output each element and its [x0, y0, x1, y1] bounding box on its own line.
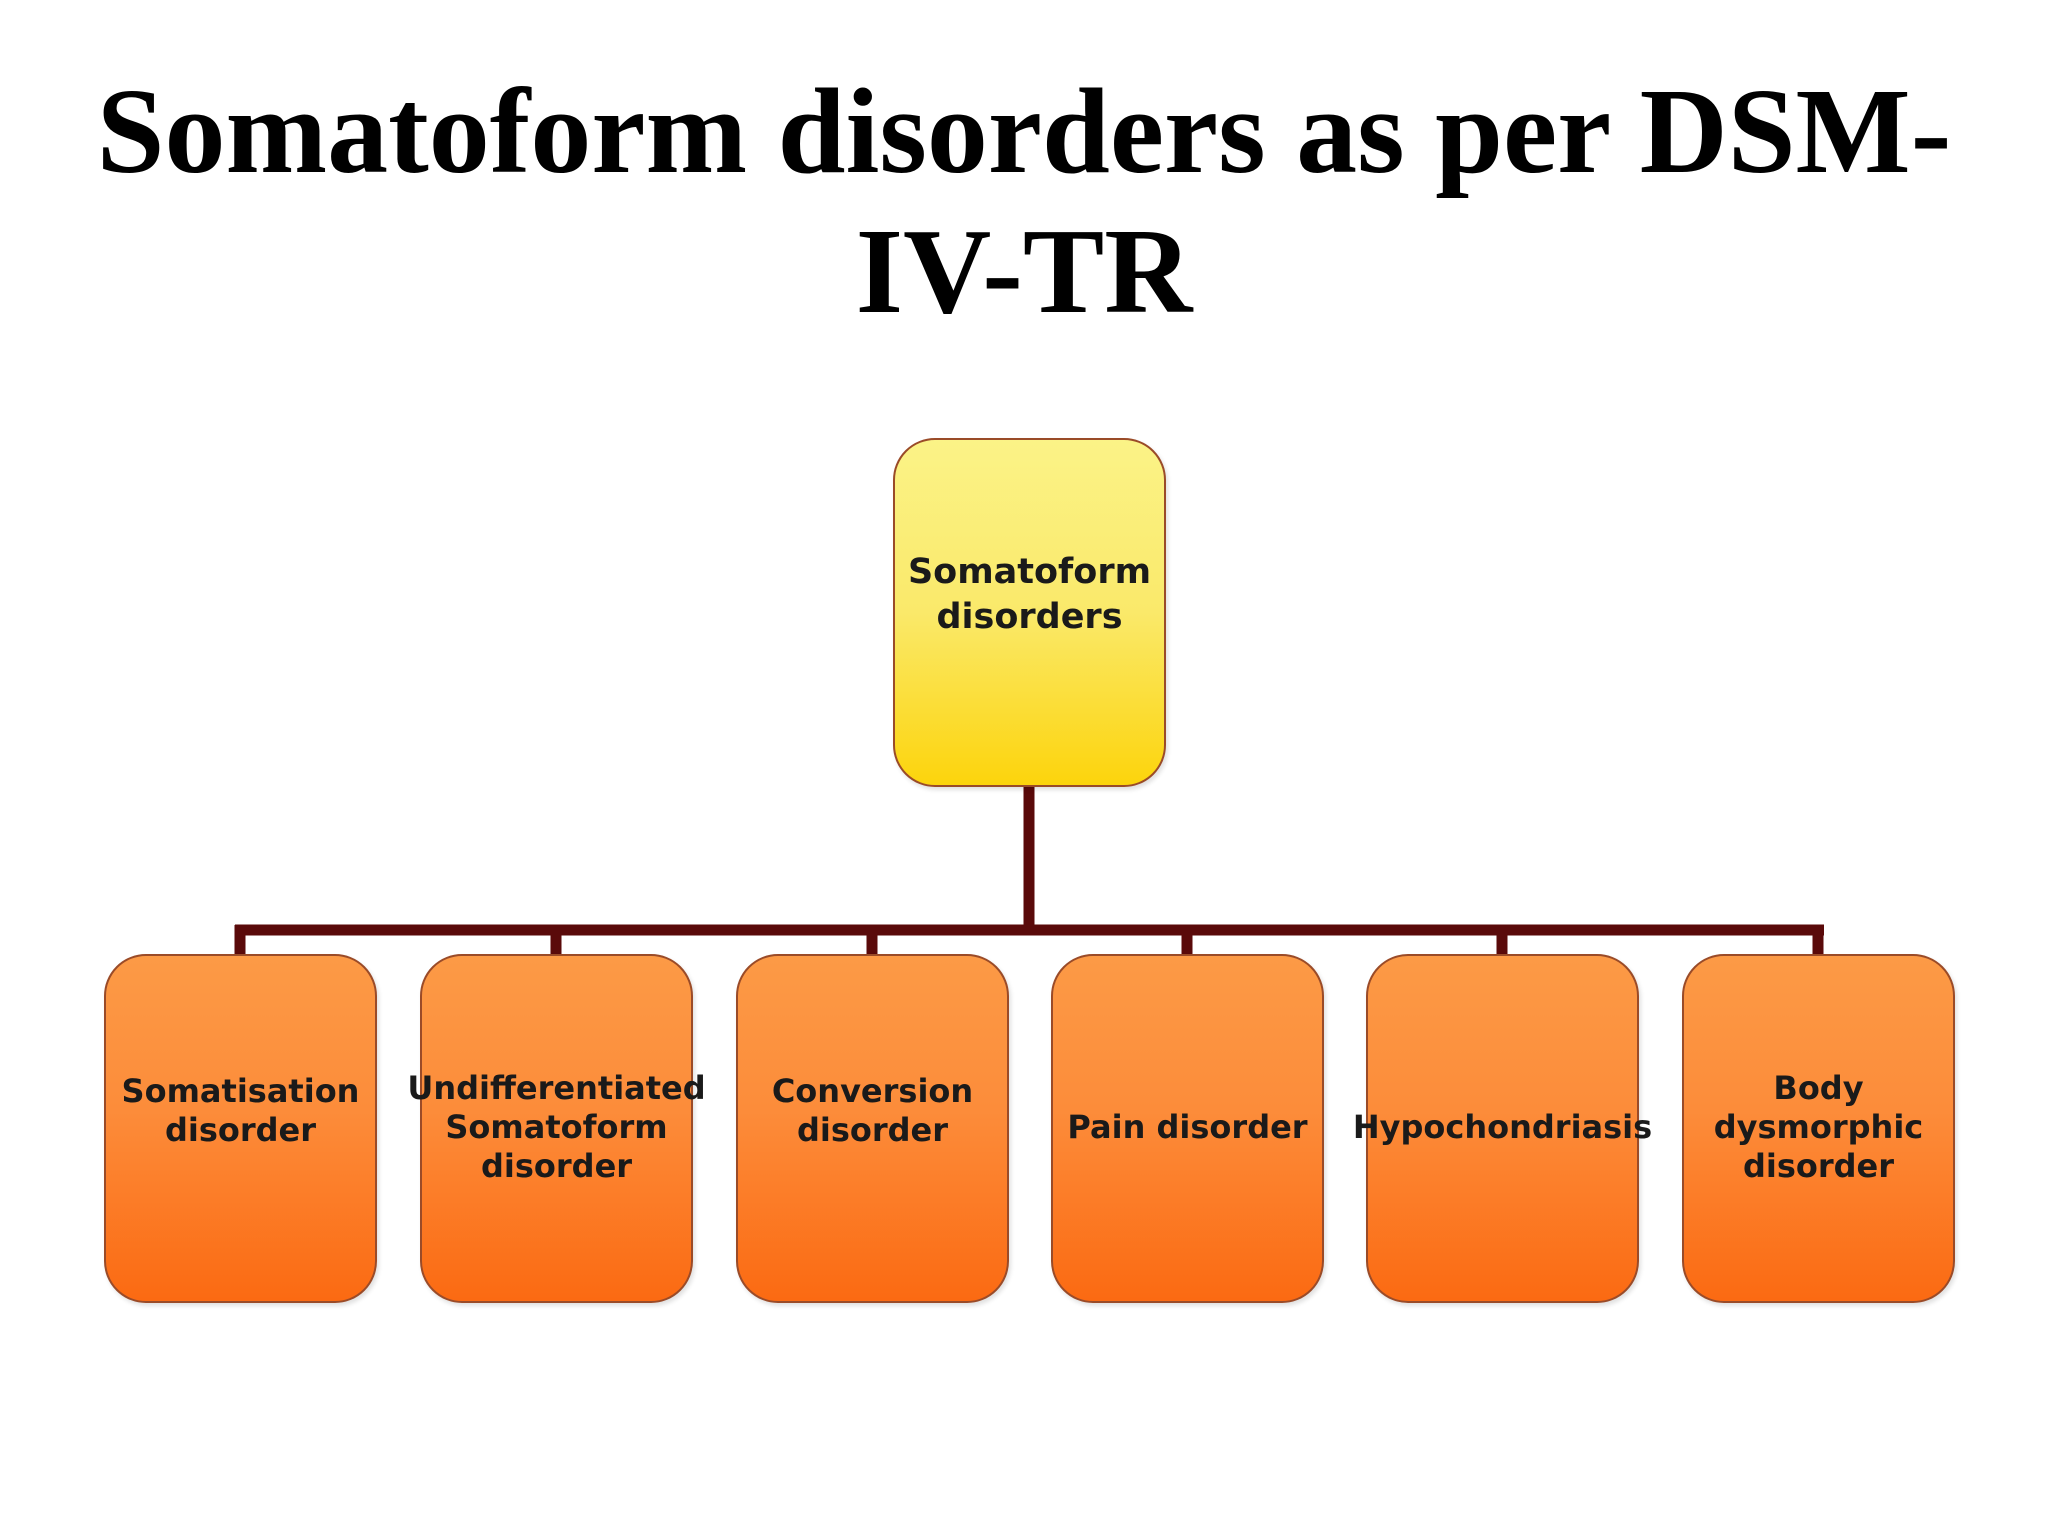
slide-title-line-1: Somatoform disorders as per DSM- — [96, 64, 1952, 199]
node-somatisation-disorder: Somatisation disorder — [104, 954, 377, 1303]
node-undifferentiated-somatoform-disorder: Undifferentiated Somatoform disorder — [407, 954, 706, 1303]
node-label: Conversion disorder — [771, 1071, 974, 1149]
node-root-label: Somatoform disorders — [907, 551, 1152, 637]
node-label: Pain disorder — [1067, 1108, 1308, 1146]
node-label: Undifferentiated Somatoform disorder — [407, 1069, 706, 1185]
slide-title-line-2: IV-TR — [855, 204, 1193, 339]
node-somatoform-disorders: Somatoform disorders — [893, 438, 1166, 787]
node-label: Hypochondriasis — [1352, 1108, 1653, 1146]
node-label: Somatisation disorder — [121, 1071, 360, 1149]
node-hypochondriasis: Hypochondriasis — [1353, 954, 1652, 1303]
node-label: Body dysmorphic disorder — [1713, 1069, 1924, 1185]
node-pain-disorder: Pain disorder — [1051, 954, 1324, 1303]
node-body-dysmorphic-disorder: Body dysmorphic disorder — [1682, 954, 1955, 1303]
slide-title: Somatoform disorders as per DSM- IV-TR — [0, 62, 2048, 342]
node-conversion-disorder: Conversion disorder — [736, 954, 1009, 1303]
